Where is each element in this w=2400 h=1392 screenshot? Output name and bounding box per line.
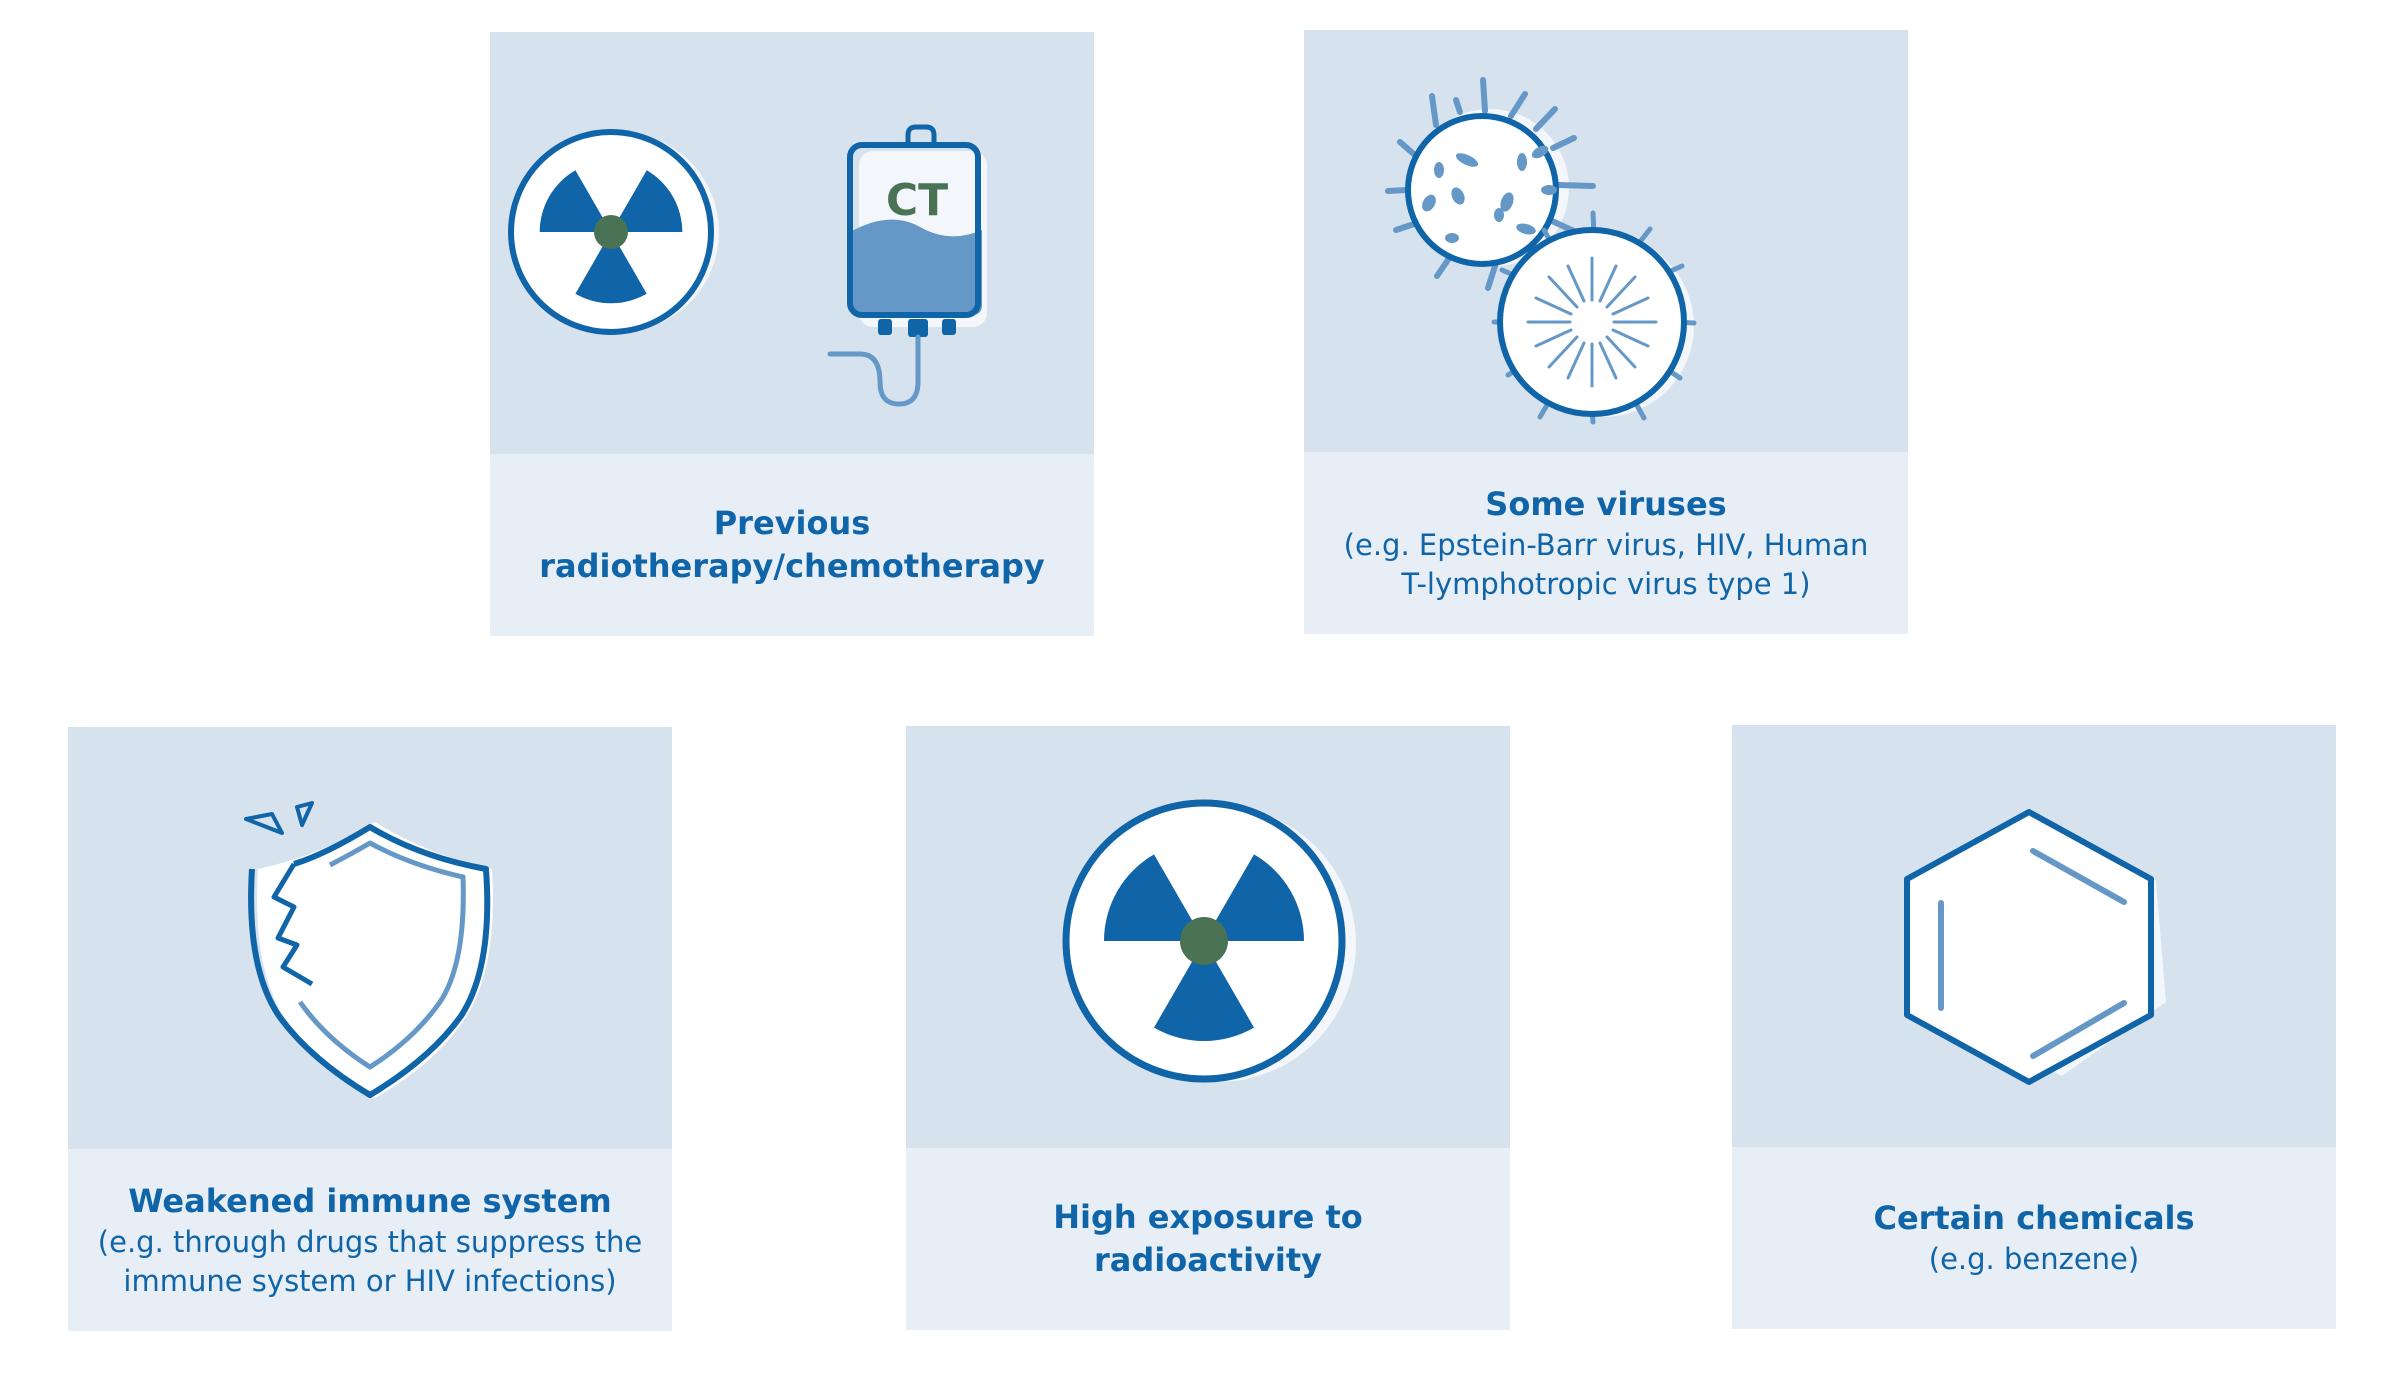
risk-card-illustration bbox=[906, 726, 1510, 1148]
risk-card-title: radioactivity bbox=[1093, 1241, 1323, 1279]
risk-card-title: High exposure to bbox=[1053, 1198, 1363, 1236]
risk-card-title: Certain chemicals bbox=[1873, 1199, 2195, 1237]
risk-card-viruses: Some viruses (e.g. Epstein-Barr virus, H… bbox=[1304, 30, 1908, 634]
risk-card-radiotherapy: CT Previous radiotherapy/chemotherapy bbox=[490, 32, 1094, 636]
iv-bag-icon: CT bbox=[827, 124, 987, 407]
risk-card-immune: Weakened immune system (e.g. through dru… bbox=[68, 727, 672, 1331]
risk-card-title: Some viruses bbox=[1485, 484, 1727, 523]
risk-card-caption: Some viruses (e.g. Epstein-Barr virus, H… bbox=[1304, 452, 1908, 634]
broken-shield-icon bbox=[244, 801, 493, 1098]
risk-card-subtitle: T-lymphotropic virus type 1) bbox=[1401, 566, 1811, 601]
risk-card-caption: Certain chemicals (e.g. benzene) bbox=[1732, 1147, 2336, 1329]
risk-card-caption: High exposure to radioactivity bbox=[906, 1148, 1510, 1330]
radiation-icon bbox=[508, 129, 719, 335]
virus-icon bbox=[1491, 210, 1697, 425]
risk-card-subtitle: (e.g. Epstein-Barr virus, HIV, Human bbox=[1343, 527, 1869, 562]
risk-card-caption: Weakened immune system (e.g. through dru… bbox=[68, 1149, 672, 1331]
risk-card-illustration bbox=[68, 727, 672, 1149]
benzene-ring-icon bbox=[1904, 809, 2166, 1085]
risk-card-illustration bbox=[1732, 725, 2336, 1147]
risk-card-caption: Previous radiotherapy/chemotherapy bbox=[490, 454, 1094, 636]
risk-card-subtitle: (e.g. through drugs that suppress the bbox=[97, 1224, 643, 1259]
virus-icon bbox=[1385, 77, 1596, 291]
risk-card-title: radiotherapy/chemotherapy bbox=[539, 547, 1045, 585]
risk-card-radioactivity: High exposure to radioactivity bbox=[906, 726, 1510, 1330]
risk-card-chemicals: Certain chemicals (e.g. benzene) bbox=[1732, 725, 2336, 1329]
risk-card-illustration bbox=[1304, 30, 1908, 452]
risk-card-subtitle: (e.g. benzene) bbox=[1928, 1242, 2140, 1276]
risk-card-title: Weakened immune system bbox=[128, 1181, 612, 1220]
risk-card-subtitle: immune system or HIV infections) bbox=[123, 1263, 617, 1298]
risk-card-title: Previous bbox=[713, 504, 871, 542]
iv-bag-label: CT bbox=[886, 175, 948, 226]
radiation-icon bbox=[1062, 799, 1356, 1083]
risk-card-illustration: CT bbox=[490, 32, 1094, 454]
